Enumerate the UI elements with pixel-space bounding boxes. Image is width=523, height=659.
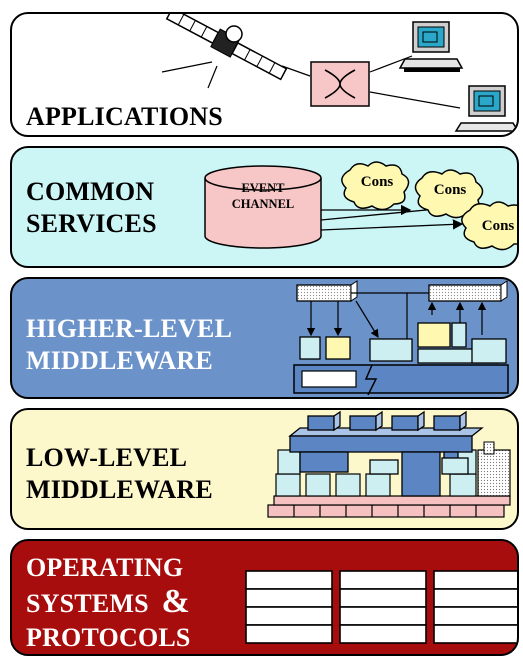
component-box: [471, 338, 507, 364]
consumer-label: Cons: [433, 182, 467, 198]
higher-level-middleware-label: HIGHER-LEVEL MIDDLEWARE: [26, 314, 233, 375]
component-box: [325, 336, 351, 360]
component-box: [369, 338, 413, 362]
event-channel-label: EVENT CHANNEL: [231, 181, 295, 211]
higher-middleware-diagram: [293, 280, 509, 396]
consumer-cloud: [461, 201, 517, 251]
ampersand: &: [161, 583, 191, 620]
brick-row: [267, 495, 511, 518]
low-level-middleware-label: LOW-LEVEL MIDDLEWARE: [26, 443, 213, 504]
computer-icon: [454, 85, 517, 132]
low-middleware-diagram: [267, 410, 511, 518]
protocol-stack: [433, 570, 517, 644]
low-level-middleware-layer: LOW-LEVEL MIDDLEWARE: [10, 408, 519, 530]
link-line: [281, 65, 311, 77]
component-bar: [428, 284, 502, 302]
applications-layer: APPLICATIONS: [10, 12, 519, 137]
arrow: [320, 219, 464, 231]
common-services-layer: COMMON SERVICES EVENT CHANNEL Cons Cons …: [10, 146, 519, 268]
higher-level-middleware-layer: HIGHER-LEVEL MIDDLEWARE: [10, 277, 519, 399]
protocol-stack: [245, 570, 333, 644]
component-bar: [296, 284, 352, 302]
component-box: [417, 322, 451, 348]
consumer-label: Cons: [360, 174, 394, 190]
event-channel-cylinder: [204, 165, 322, 249]
switch-icon: [310, 61, 370, 107]
component-box: [299, 336, 321, 360]
satellite-icon: [161, 14, 288, 89]
os-protocols-label: OPERATING SYSTEMS & PROTOCOLS: [26, 553, 191, 652]
common-services-label: COMMON SERVICES: [26, 177, 157, 238]
consumer-cloud: [341, 161, 410, 211]
protocol-stacks: [245, 570, 517, 644]
applications-label: APPLICATIONS: [26, 102, 223, 131]
applications-illustration: [161, 14, 517, 132]
computer-icon: [398, 21, 464, 72]
event-channel-diagram: [204, 161, 517, 251]
protocol-stack: [339, 570, 427, 644]
os-protocols-layer: OPERATING SYSTEMS & PROTOCOLS: [10, 539, 519, 656]
consumer-label: Cons: [481, 218, 515, 234]
link-line: [369, 91, 461, 109]
